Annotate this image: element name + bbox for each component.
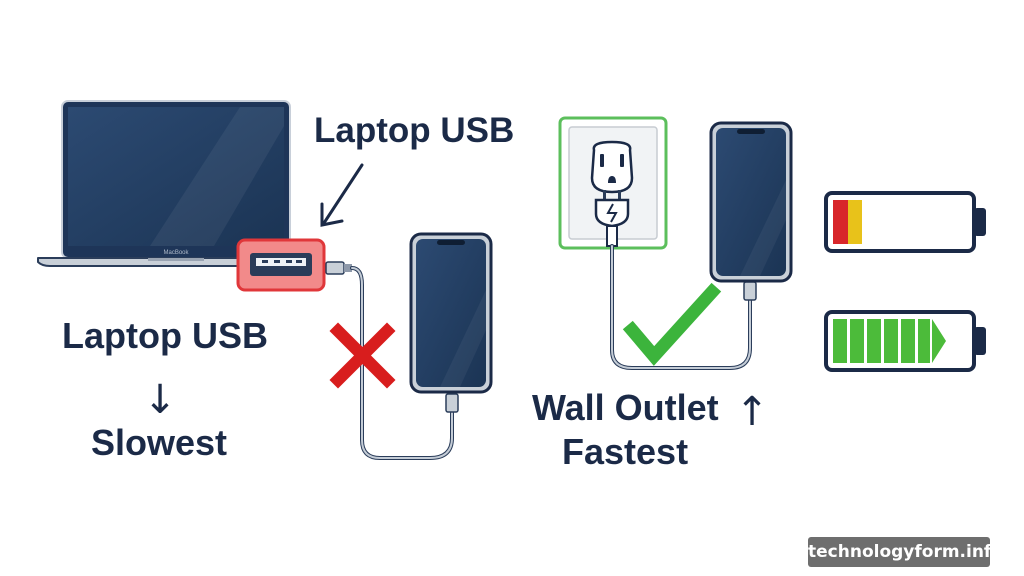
fastest-label: Fastest <box>562 431 689 472</box>
slowest-label: Slowest <box>91 422 228 463</box>
laptop-icon: MacBook <box>37 100 317 267</box>
site-watermark: technologyform.info <box>808 537 1003 567</box>
usb-cable-icon <box>325 261 459 460</box>
green-check-icon <box>622 282 722 366</box>
wall-outlet-icon <box>558 116 668 250</box>
phone-icon-outlet-side <box>709 121 793 283</box>
usb-port-icon <box>236 238 326 292</box>
laptop-usb-callout-label: Laptop USB <box>314 111 515 150</box>
red-x-icon <box>329 322 396 389</box>
low-battery-icon <box>824 191 986 253</box>
callout-arrow-icon <box>320 163 364 227</box>
phone-icon-laptop-side <box>409 232 493 394</box>
full-battery-icon <box>824 310 986 372</box>
up-arrow-icon: ↑ <box>735 389 769 435</box>
down-arrow-icon: ↓ <box>143 377 177 423</box>
laptop-usb-heading: Laptop USB <box>62 315 268 356</box>
wall-plug-icon <box>594 190 757 370</box>
laptop-brand-text: MacBook <box>163 250 189 256</box>
wall-outlet-label: Wall Outlet <box>532 387 719 428</box>
